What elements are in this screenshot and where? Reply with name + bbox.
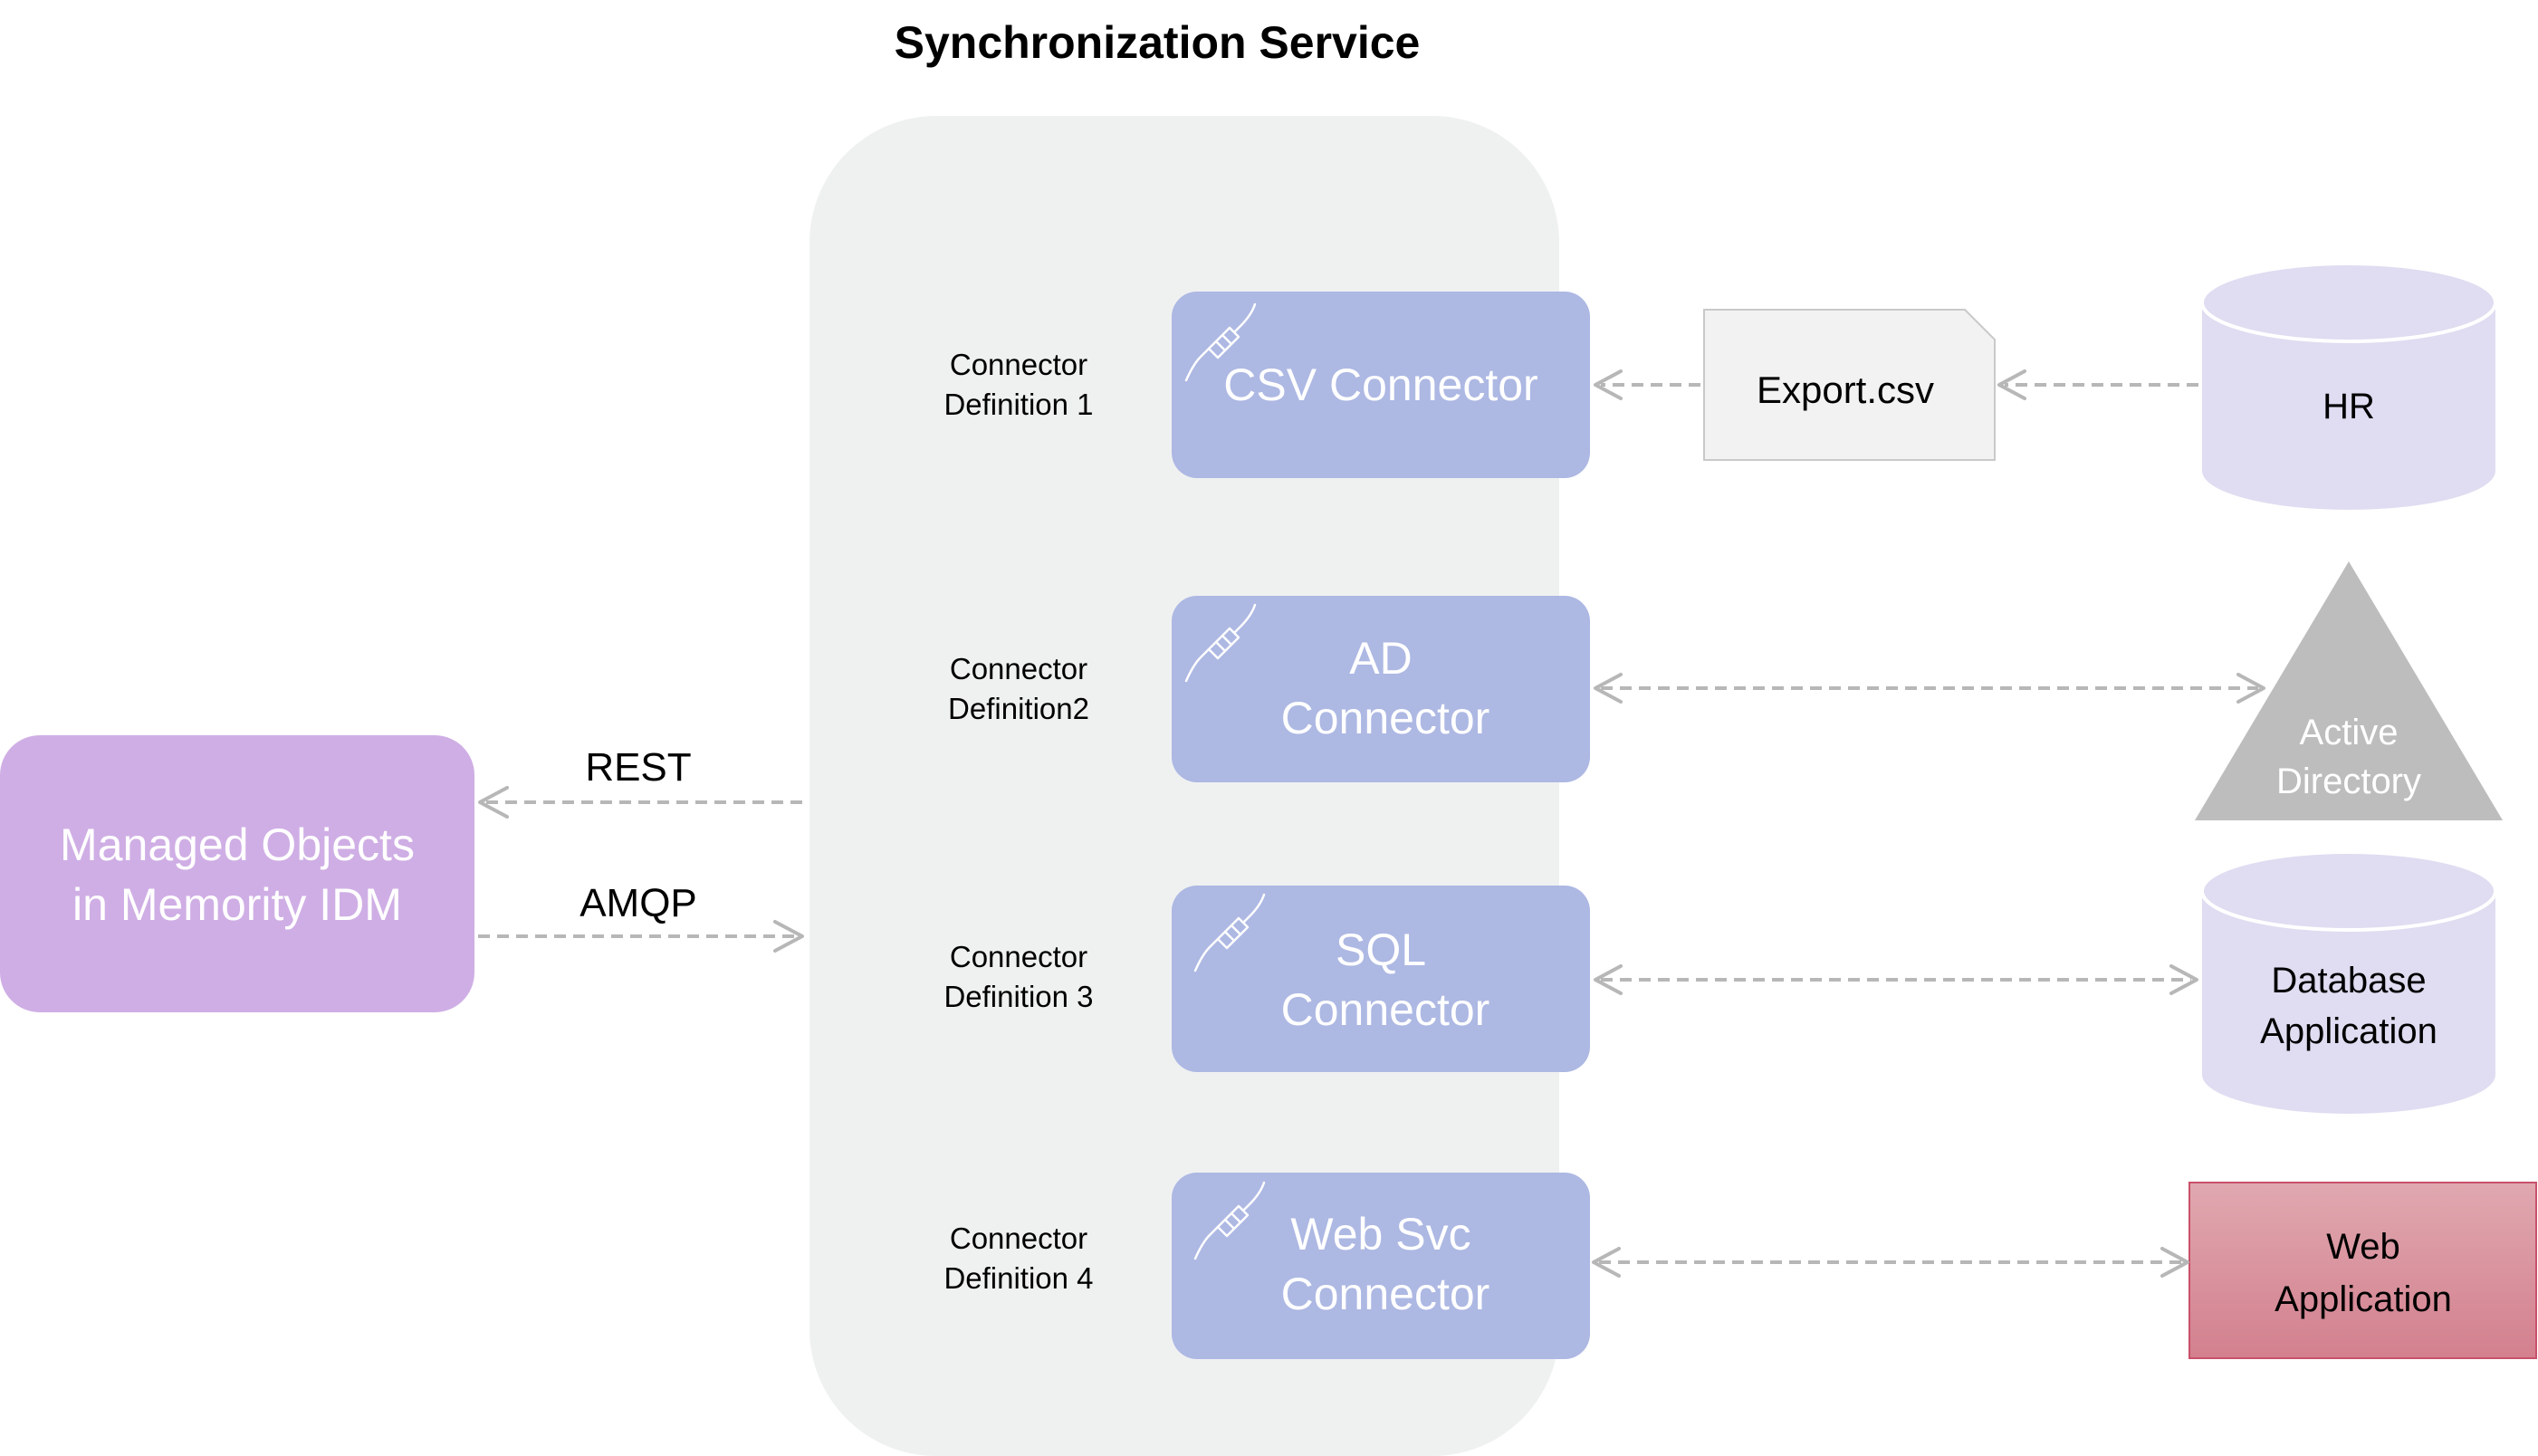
definition-label-line2: Definition 4: [943, 1261, 1093, 1295]
database-top: [2200, 262, 2497, 343]
web-app-box: [2188, 1182, 2537, 1359]
definition-label-line2: Definition 3: [943, 980, 1093, 1013]
database-icon: [2202, 891, 2495, 1114]
file-to-csv-arrow: [1594, 369, 1700, 400]
connector-definition-1: Connector Definition 1: [943, 348, 1093, 421]
ad-label-line1: Active: [2300, 713, 2399, 752]
web-app-label-line1: Web: [2326, 1227, 2400, 1267]
connector-box: [1172, 886, 1590, 1072]
connector-label-line2: Connector: [1281, 984, 1490, 1035]
connector-definition-2: Connector Definition2: [948, 652, 1089, 725]
managed-objects-box[interactable]: Managed Objects in Memority IDM: [0, 735, 474, 1012]
web-svc-connector-arrow: [1592, 1247, 2189, 1278]
definition-label-line2: Definition2: [948, 692, 1089, 725]
connector-label-line1: SQL: [1336, 924, 1426, 975]
web-app-label-line2: Application: [2275, 1279, 2452, 1319]
triangle-shape: [2195, 561, 2503, 820]
hr-database[interactable]: HR: [2200, 262, 2497, 510]
connector-definition-4: Connector Definition 4: [943, 1221, 1093, 1295]
export-csv-file[interactable]: Export.csv: [1703, 309, 1996, 461]
managed-objects-label-line2: in Memority IDM: [72, 879, 402, 930]
connector-label-line2: Connector: [1281, 1269, 1490, 1319]
connector-box: [1172, 596, 1590, 782]
ad-connector-box[interactable]: AD Connector: [1172, 596, 1590, 782]
managed-objects-label-line1: Managed Objects: [60, 819, 415, 870]
database-icon: [2202, 302, 2495, 510]
definition-label-line2: Definition 1: [943, 388, 1093, 421]
connector-box: [1172, 1173, 1590, 1359]
csv-connector-box[interactable]: CSV Connector: [1172, 292, 1590, 478]
diagram-title: Synchronization Service: [895, 17, 1421, 68]
web-application[interactable]: Web Application: [2188, 1182, 2537, 1359]
connector-label-line1: AD: [1349, 633, 1412, 684]
definition-label-line1: Connector: [950, 1221, 1087, 1255]
database-top: [2200, 850, 2497, 932]
ad-label-line2: Directory: [2276, 762, 2421, 801]
database-label-line2: Application: [2260, 1011, 2437, 1051]
hr-to-file-arrow: [1997, 369, 2198, 400]
database-application[interactable]: Database Application: [2200, 850, 2497, 1114]
file-icon: [1703, 309, 1996, 461]
managed-objects-shape: [0, 735, 474, 1012]
hr-label: HR: [2323, 387, 2375, 426]
definition-label-line1: Connector: [950, 348, 1087, 381]
database-label-line1: Database: [2271, 961, 2426, 1001]
connector-label-line2: Connector: [1281, 693, 1490, 743]
amqp-label: AMQP: [579, 881, 697, 925]
amqp-arrow: [478, 920, 804, 953]
sql-connector-box[interactable]: SQL Connector: [1172, 886, 1590, 1072]
active-directory[interactable]: Active Directory: [2195, 561, 2503, 820]
file-label: Export.csv: [1757, 369, 1934, 411]
connector-label: CSV Connector: [1223, 359, 1537, 410]
rest-label: REST: [585, 745, 691, 790]
connector-box: [1172, 292, 1590, 478]
web-svc-connector-box[interactable]: Web Svc Connector: [1172, 1173, 1590, 1359]
connector-label-line1: Web Svc: [1290, 1209, 1470, 1260]
sql-connector-arrow: [1594, 964, 2198, 995]
connector-definition-3: Connector Definition 3: [943, 940, 1093, 1013]
rest-arrow: [478, 786, 802, 819]
ad-connector-arrow: [1594, 673, 2265, 704]
definition-label-line1: Connector: [950, 940, 1087, 973]
definition-label-line1: Connector: [950, 652, 1087, 685]
